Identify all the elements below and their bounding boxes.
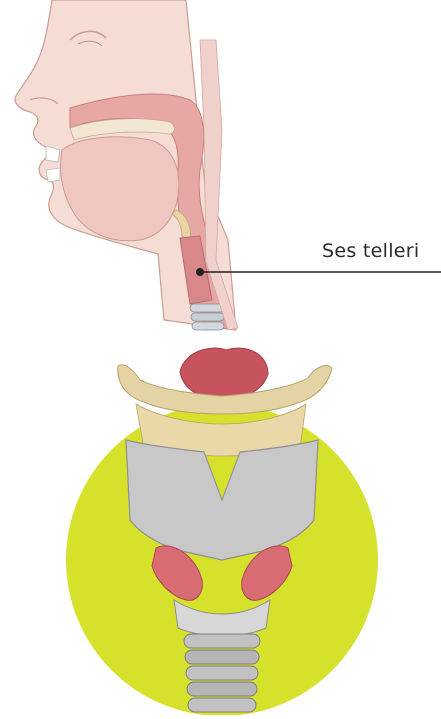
trachea-side xyxy=(190,304,224,330)
vocal-cords-label: Ses telleri xyxy=(322,240,419,262)
head-cross-section xyxy=(15,0,238,330)
vocal-cords-pointer xyxy=(196,268,441,276)
trachea-front xyxy=(184,634,260,712)
tongue-base xyxy=(180,348,268,398)
larynx-front-view xyxy=(66,348,378,715)
